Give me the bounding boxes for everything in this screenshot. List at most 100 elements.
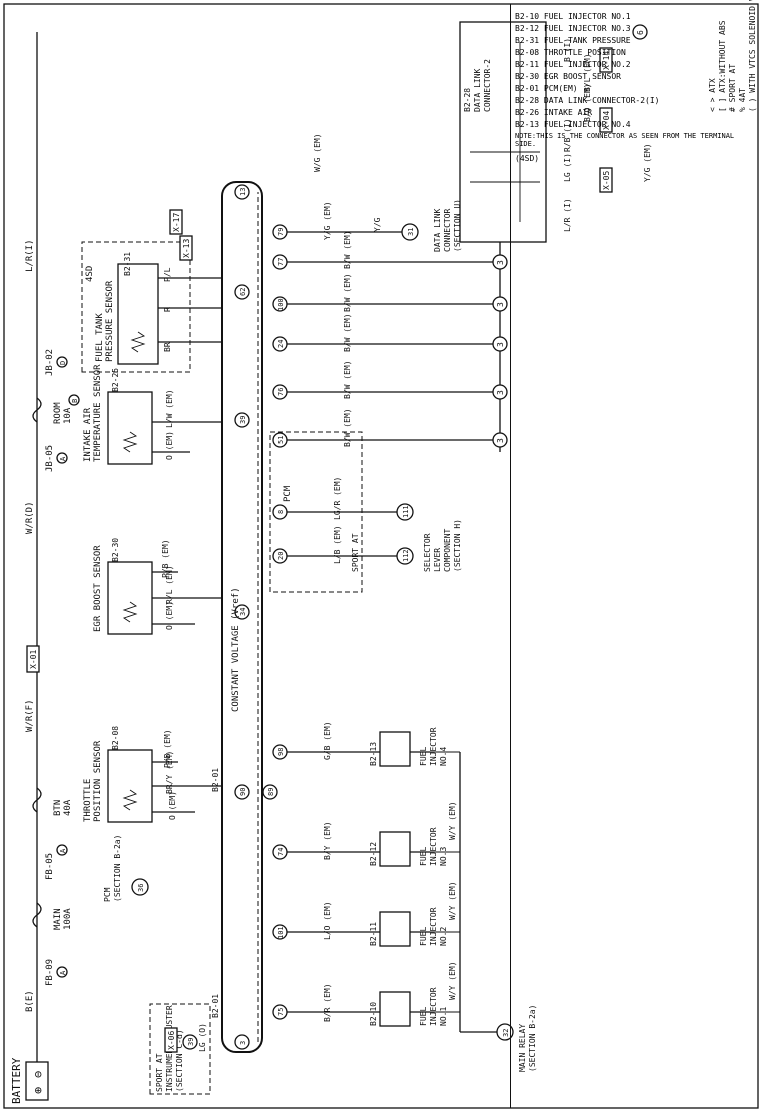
- svg-text:DATA LINK: DATA LINK: [433, 208, 442, 252]
- svg-text:(SECTION B-2a): (SECTION B-2a): [528, 1005, 537, 1072]
- svg-text:B2-12: B2-12: [369, 842, 378, 866]
- view-b2-30: B2-30 EGR BOOST SENSOR: [515, 72, 621, 81]
- connector-views-panel: B2-10 FUEL INJECTOR NO.1 B2-12 FUEL INJE…: [510, 4, 759, 1108]
- svg-text:EGR BOOST SENSOR: EGR BOOST SENSOR: [93, 545, 103, 632]
- svg-text:62: 62: [239, 288, 247, 296]
- svg-text:90: 90: [239, 788, 247, 796]
- svg-text:77: 77: [277, 258, 285, 266]
- svg-text:B/W (EM): B/W (EM): [343, 230, 352, 269]
- svg-text:SELECTOR: SELECTOR: [423, 533, 432, 572]
- svg-text:O (EM): O (EM): [168, 791, 177, 820]
- svg-text:(SECTION C-d): (SECTION C-d): [175, 1029, 184, 1092]
- svg-text:4SD: 4SD: [85, 266, 95, 282]
- instrument-cluster-area: SPORT AT INSTRUMENT CRUSTER (SECTION C-d…: [103, 835, 211, 1095]
- svg-text:TEMPERATURE SENSOR: TEMPERATURE SENSOR: [93, 364, 103, 462]
- svg-text:POSITION SENSOR: POSITION SENSOR: [93, 740, 103, 822]
- svg-text:3: 3: [496, 342, 505, 347]
- svg-text:31: 31: [407, 228, 415, 236]
- egr-boost-sensor: EGR BOOST SENSOR B2-30 O (EM) R/L (EM) P…: [93, 538, 222, 635]
- svg-text:51: 51: [277, 436, 285, 444]
- svg-text:W/Y (EM): W/Y (EM): [448, 801, 457, 840]
- svg-text:39: 39: [239, 416, 247, 424]
- injector-4: [379, 731, 411, 767]
- fuel-injectors: B/R (EM) L/O (EM) B/Y (EM) G/B (EM) B2-1…: [287, 721, 537, 1072]
- svg-text:B (I): B (I): [563, 38, 572, 62]
- view-b2-01: B2-01 PCM(EM): [515, 84, 578, 93]
- svg-text:B2-01: B2-01: [211, 994, 220, 1018]
- wire-wr-f: W/R(F): [25, 699, 35, 732]
- svg-text:SPORT AT: SPORT AT: [351, 533, 360, 572]
- svg-text:24: 24: [277, 340, 285, 348]
- svg-text:DATA LINK: DATA LINK: [473, 68, 482, 112]
- fb05-label: FB-05: [45, 853, 55, 880]
- svg-text:100A: 100A: [63, 908, 73, 930]
- svg-text:B2-31: B2-31: [123, 252, 132, 276]
- view-b2-12: B2-12 FUEL INJECTOR NO.3: [515, 24, 631, 33]
- svg-text:O (EM): O (EM): [165, 431, 174, 460]
- svg-text:CONSTANT VOLTAGE (Vref): CONSTANT VOLTAGE (Vref): [231, 587, 241, 712]
- svg-text:% 4AT: % 4AT: [738, 88, 747, 112]
- svg-text:8: 8: [277, 510, 285, 514]
- svg-text:Y/G (EM): Y/G (EM): [323, 201, 332, 240]
- svg-text:LG/R (EM): LG/R (EM): [333, 477, 342, 520]
- svg-text:89: 89: [267, 788, 275, 796]
- svg-text:FUEL TANK: FUEL TANK: [95, 313, 105, 362]
- svg-text:B2-28: B2-28: [463, 88, 472, 112]
- svg-text:P/L: P/L: [163, 267, 172, 282]
- svg-text:34: 34: [239, 608, 247, 616]
- svg-text:L/B (EM): L/B (EM): [333, 525, 342, 564]
- node-a-1: [56, 966, 68, 978]
- svg-text:B/R (EM): B/R (EM): [323, 983, 332, 1022]
- note-text: NOTE:THIS IS THE CONNECTOR AS SEEN FROM …: [515, 132, 735, 148]
- svg-text:39: 39: [187, 1038, 195, 1046]
- intake-air-temp-sensor: INTAKE AIR TEMPERATURE SENSOR B2-25 O (E…: [83, 364, 222, 465]
- svg-text:B2-10: B2-10: [369, 1002, 378, 1026]
- svg-text:B/W (EM): B/W (EM): [343, 273, 352, 312]
- tag-4sd: (4SD): [515, 154, 540, 163]
- svg-text:B/W (EM): B/W (EM): [343, 313, 352, 352]
- svg-text:X-06: X-06: [167, 1031, 176, 1050]
- view-b2-28: B2-28 DATA LINK CONNECTOR-2(I): [515, 96, 660, 105]
- svg-text:PRESSURE SENSOR: PRESSURE SENSOR: [105, 280, 115, 362]
- svg-text:Y/G (EM): Y/G (EM): [643, 143, 652, 182]
- svg-text:INTAKE AIR: INTAKE AIR: [83, 407, 93, 462]
- svg-text:B/W (EM): B/W (EM): [343, 360, 352, 399]
- view-b2-11: B2-11 FUEL INJECTOR NO.2: [515, 60, 631, 69]
- svg-text:R: R: [163, 307, 172, 312]
- svg-text:6: 6: [636, 30, 645, 35]
- svg-text:101: 101: [277, 926, 285, 939]
- svg-text:3: 3: [239, 1041, 247, 1045]
- svg-text:⊖: ⊖: [31, 1071, 45, 1078]
- wire-lr-i: L/R(I): [25, 239, 35, 272]
- svg-text:10A: 10A: [63, 407, 73, 424]
- svg-text:3: 3: [496, 390, 505, 395]
- svg-text:FUEL: FUEL: [419, 1007, 428, 1026]
- svg-text:⊕: ⊕: [31, 1087, 45, 1094]
- svg-text:98: 98: [277, 748, 285, 756]
- legend: < > ATX [ ] ATX:WITHOUT ABS # SPORT AT %…: [708, 0, 757, 112]
- svg-text:A: A: [59, 456, 67, 461]
- svg-text:(SECTION H): (SECTION H): [453, 519, 462, 572]
- svg-text:P/B (EM): P/B (EM): [163, 729, 172, 768]
- svg-text:X-05: X-05: [602, 171, 611, 190]
- svg-text:L/W (EM): L/W (EM): [165, 389, 174, 428]
- jb02-label: JB-02: [45, 349, 55, 376]
- svg-text:D: D: [59, 361, 67, 365]
- view-b2-10: B2-10 FUEL INJECTOR NO.1: [515, 12, 631, 21]
- svg-text:SPORT AT: SPORT AT: [155, 1053, 164, 1092]
- svg-text:# SPORT AT: # SPORT AT: [728, 64, 737, 112]
- svg-text:[ ] ATX:WITHOUT ABS: [ ] ATX:WITHOUT ABS: [718, 20, 727, 112]
- svg-text:79: 79: [277, 228, 285, 236]
- svg-text:B2-11: B2-11: [369, 922, 378, 946]
- svg-text:3: 3: [496, 302, 505, 307]
- svg-text:< > ATX: < > ATX: [708, 78, 717, 112]
- svg-text:36: 36: [137, 884, 145, 892]
- svg-text:NO.2: NO.2: [439, 927, 448, 946]
- main-fuse-label: MAIN: [53, 908, 63, 930]
- svg-text:R/B (I): R/B (I): [563, 118, 572, 152]
- svg-text:X-01: X-01: [29, 650, 38, 669]
- fb09-label: FB-09: [45, 959, 55, 986]
- svg-text:CONNECTOR-2: CONNECTOR-2: [483, 59, 492, 112]
- svg-text:BR: BR: [163, 342, 172, 352]
